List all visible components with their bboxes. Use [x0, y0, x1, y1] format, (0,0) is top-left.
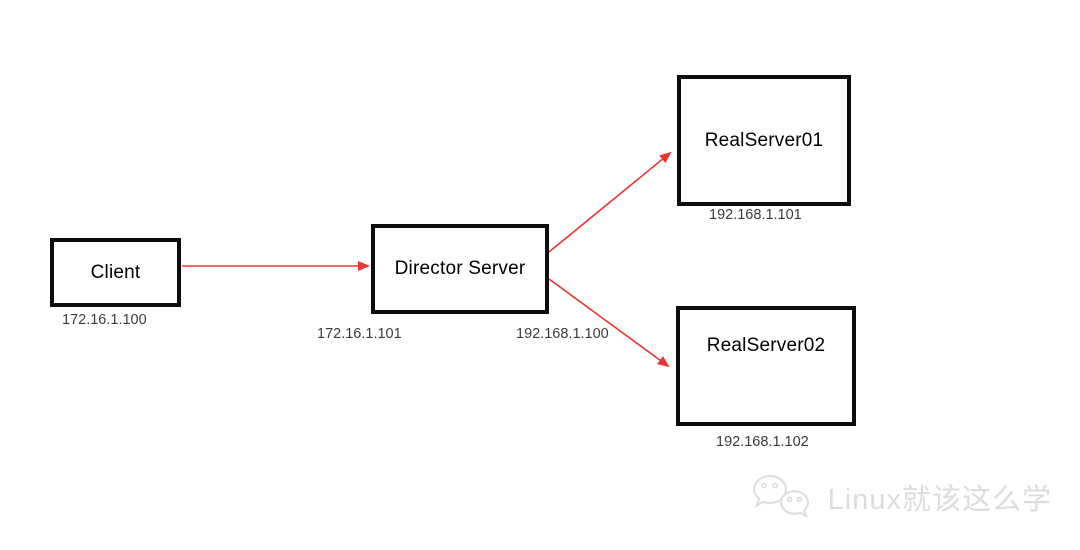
node-director-server-label: Director Server [394, 258, 526, 279]
node-client-ip: 172.16.1.100 [62, 312, 147, 328]
node-realserver01: RealServer01 [677, 75, 851, 206]
arrow-director-to-realserver01 [548, 151, 672, 253]
watermark: Linux就该这么学 [750, 472, 1052, 522]
arrow-director-to-realserver02 [548, 278, 670, 368]
node-client-label: Client [90, 261, 141, 283]
wechat-icon [752, 474, 809, 519]
node-realserver01-ip: 192.168.1.101 [709, 207, 802, 223]
node-director-server: Director Server [371, 224, 549, 314]
node-director-ip-external: 172.16.1.101 [317, 326, 402, 342]
watermark-text: Linux就该这么学 [827, 484, 1052, 516]
node-director-ip-internal: 192.168.1.100 [516, 326, 609, 342]
node-realserver02: RealServer02 [676, 306, 856, 426]
node-realserver02-ip: 192.168.1.102 [716, 434, 809, 450]
node-client: Client [50, 238, 181, 307]
node-realserver01-label: RealServer01 [704, 129, 824, 151]
node-realserver02-label: RealServer02 [706, 335, 826, 356]
